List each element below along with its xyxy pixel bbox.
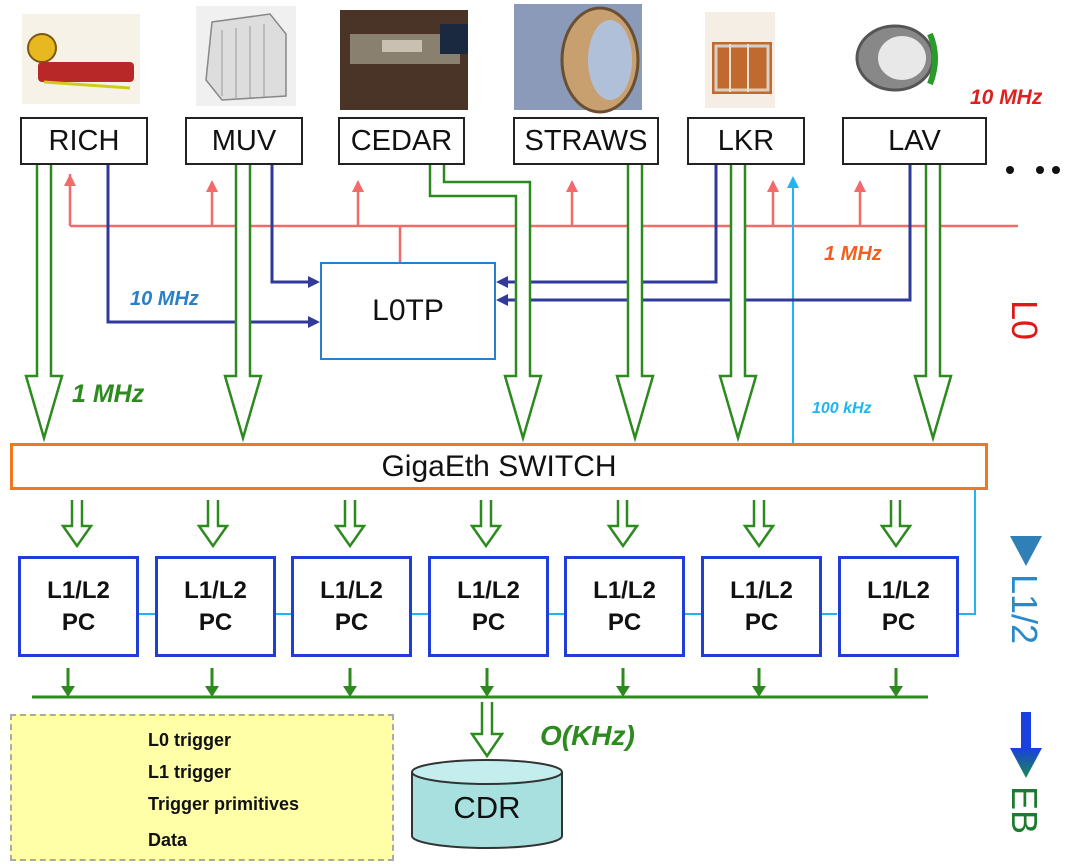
l0tp-box: L0TP [320, 262, 496, 360]
lkr-thumbnail [705, 12, 775, 108]
pc-label-line2: PC [744, 608, 779, 636]
trigger-primitive-arrowheads [308, 276, 508, 328]
pc-label-line1: L1/L2 [730, 576, 793, 604]
l0-trigger-lines [68, 174, 1020, 262]
cdr-label: CDR [453, 790, 521, 825]
detector-cedar: CEDAR [338, 117, 465, 165]
stage-l0: L0 [1004, 300, 1045, 341]
pc-label-line2: PC [607, 608, 642, 636]
pc-label-line1: L1/L2 [867, 576, 930, 604]
pc-label-line2: PC [881, 608, 916, 636]
pc-label-line2: PC [198, 608, 233, 636]
detector-rich: RICH [20, 117, 148, 165]
detector-lkr: LKR [687, 117, 805, 165]
rate-100khz-cyan: 100 kHz [812, 400, 872, 417]
muv-thumbnail [196, 6, 296, 106]
rich-thumbnail [22, 14, 140, 104]
pc-label-line2: PC [334, 608, 369, 636]
pc-label-line2: PC [471, 608, 506, 636]
rate-1mhz-green: 1 MHz [72, 380, 145, 408]
legend-trigger-primitives: Trigger primitives [148, 794, 300, 814]
rate-10mhz-red: 10 MHz [970, 86, 1043, 109]
pc-label-line1: L1/L2 [457, 576, 520, 604]
data-arrows-to-switch [24, 165, 953, 443]
legend [10, 714, 394, 861]
pc-label-line1: L1/L2 [184, 576, 247, 604]
stage-eb: EB [1004, 786, 1045, 835]
straws-thumbnail [514, 4, 642, 114]
legend-l0-trigger: L0 trigger [148, 730, 232, 750]
legend-data: Data [148, 830, 188, 850]
detector-muv: MUV [185, 117, 303, 165]
pc-label-line1: L1/L2 [47, 576, 110, 604]
legend-l1-trigger: L1 trigger [148, 762, 232, 782]
detector-lav: LAV [842, 117, 987, 165]
pc-label-line1: L1/L2 [593, 576, 656, 604]
l0-trigger-arrowheads [64, 174, 866, 192]
rate-10mhz-blue: 10 MHz [130, 288, 199, 310]
pc-output-bus [32, 668, 928, 699]
pc-label-line1: L1/L2 [320, 576, 383, 604]
lav-thumbnail [850, 14, 950, 98]
detector-straws: STRAWS [513, 117, 659, 165]
gigaeth-switch: GigaEth SWITCH [10, 443, 988, 490]
rate-output: O(KHz) [540, 720, 635, 751]
data-arrows-to-pcs [60, 500, 913, 549]
cdr-storage [411, 759, 563, 849]
stage-l12: L1/2 [1004, 574, 1045, 645]
cedar-thumbnail [340, 10, 468, 110]
rate-1mhz-red: 1 MHz [824, 243, 882, 265]
l1-trigger-lines [137, 178, 976, 615]
pc-label-line2: PC [61, 608, 96, 636]
data-arrow-to-cdr [469, 702, 505, 759]
stage-progression-bar [1006, 138, 1060, 778]
